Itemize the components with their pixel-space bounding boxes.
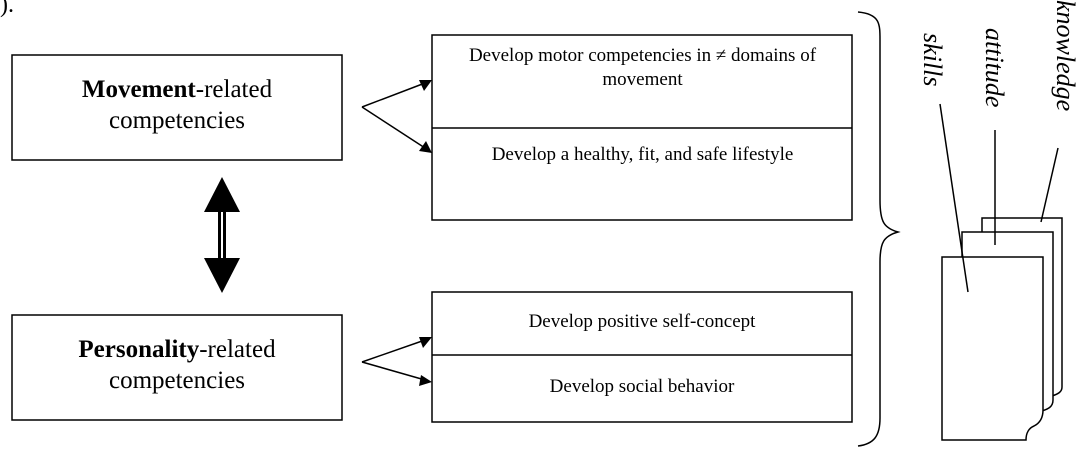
stacked-pages-icon <box>941 217 1063 441</box>
personality-arrows <box>361 337 432 386</box>
pages-label-attitude: attitude <box>980 28 1009 108</box>
top-fragment-text: ). <box>0 0 14 18</box>
personality-label-bold: Personality <box>78 336 200 363</box>
pages-label-skills: skills <box>918 33 947 87</box>
curly-brace-icon <box>857 11 901 447</box>
personality-box <box>11 314 343 421</box>
personality-goals-box <box>431 291 853 423</box>
movement-label-bold: Movement <box>81 76 196 103</box>
pages-label-knowledge: knowledge <box>1051 0 1080 112</box>
double-arrow-icon <box>204 177 240 293</box>
movement-arrows <box>361 80 432 153</box>
movement-box <box>11 54 343 161</box>
goal-self-concept: Develop positive self-concept <box>528 311 756 332</box>
movement-label-rest: -related <box>195 76 273 103</box>
goal-motor-competencies: Develop motor competencies in ≠ domains … <box>468 45 817 90</box>
personality-label: Personality-related competencies <box>12 334 342 397</box>
movement-label-line2: competencies <box>108 107 246 135</box>
goal-healthy-lifestyle: Develop a healthy, fit, and safe lifesty… <box>491 144 794 165</box>
personality-label-line2: competencies <box>108 367 246 395</box>
leader-lines <box>939 103 1059 293</box>
goal-social-behavior: Develop social behavior <box>549 376 735 397</box>
personality-label-rest: -related <box>199 336 276 363</box>
movement-label: Movement-related competencies <box>12 74 342 137</box>
